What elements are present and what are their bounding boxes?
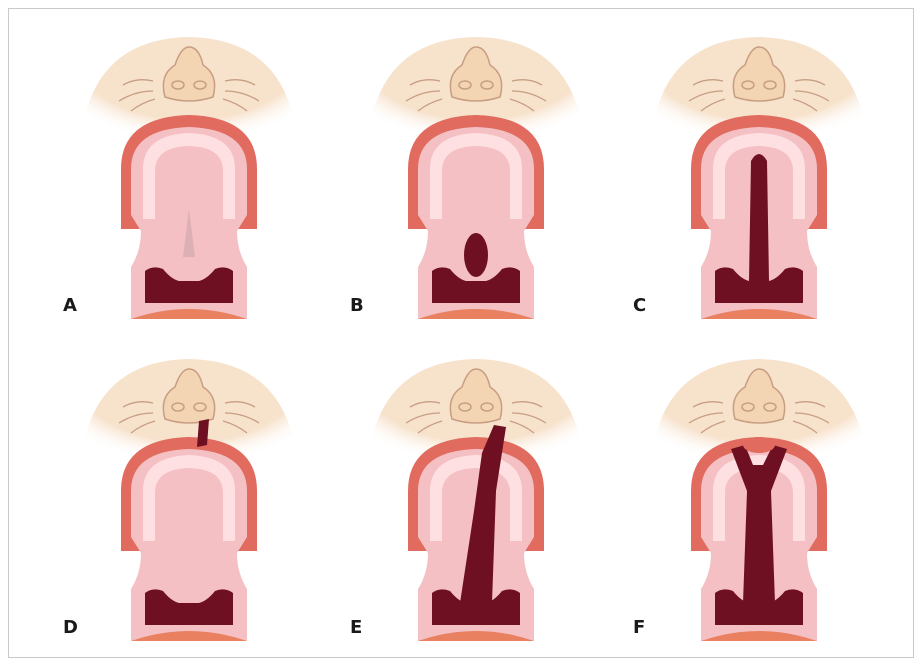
panel-c: C [629, 19, 889, 319]
panel-d: D [59, 341, 319, 641]
panel-label-c: C [633, 295, 646, 316]
panel-a: A [59, 19, 319, 319]
mouth-illustration-a [59, 19, 319, 319]
panel-label-f: F [633, 617, 645, 638]
panel-b: B [346, 19, 606, 319]
panel-label-e: E [350, 617, 362, 638]
panel-e: E [346, 341, 606, 641]
mouth-illustration-e [346, 341, 606, 641]
panel-f: F [629, 341, 889, 641]
mouth-illustration-b [346, 19, 606, 319]
mouth-illustration-c [629, 19, 889, 319]
mouth-illustration-f [629, 341, 889, 641]
soft-palate-cleft [464, 233, 488, 277]
panel-label-a: A [63, 295, 77, 316]
panel-label-b: B [350, 295, 364, 316]
premaxilla [743, 437, 775, 453]
palate-cleft [749, 154, 769, 281]
figure-frame: A B C D E F [8, 8, 914, 658]
panel-label-d: D [63, 617, 78, 638]
mouth-illustration-d [59, 341, 319, 641]
